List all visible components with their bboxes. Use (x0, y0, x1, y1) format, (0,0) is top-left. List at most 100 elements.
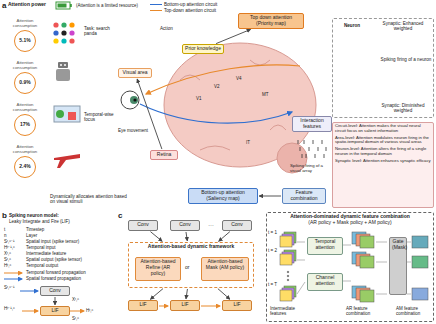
label-text: Spiking neuron model: (9, 213, 109, 218)
label-text: b (2, 211, 7, 220)
node-box: Conv (128, 220, 158, 231)
node-text: LIF (225, 302, 249, 308)
node-text: Top down attention (Priority map) (241, 15, 301, 27)
node-box: Retina (150, 150, 178, 160)
node-box: LIF (170, 300, 200, 311)
label-text: Spatial output (spike tensor) (26, 257, 82, 262)
node-box: Feature combination (282, 188, 326, 204)
node-text: Conv (131, 222, 155, 228)
node-text: Neuron (337, 23, 367, 28)
node-box: Attention consumption2.4% (2, 144, 48, 179)
node-box: Channel attention (307, 273, 343, 291)
label-text: … (208, 221, 214, 228)
label-text: Hᵗ,ⁿ (4, 263, 11, 268)
label-text: IT (246, 140, 250, 145)
node-box: Attention consumption17% (2, 102, 48, 137)
feature-cubes (280, 232, 428, 302)
label-text: t = 1 (268, 230, 277, 235)
label-text: Layer (26, 233, 37, 238)
label-text: Eye movement (118, 128, 148, 133)
robot-icon (56, 62, 70, 81)
label-text: t (4, 227, 5, 232)
node-box: Conv (222, 220, 252, 231)
connector-arrow (137, 79, 162, 149)
node-text: Neuron-level: Attention alters the firin… (335, 147, 431, 157)
legend-row: Bottom-up attention circuit (150, 2, 217, 7)
node-text: Synaptic: Enhanced weighted (373, 21, 433, 32)
label-text: n (4, 233, 7, 238)
label-text: Attention power (8, 2, 46, 8)
node-box: Attention-based Mask (AM policy) (201, 257, 249, 281)
label-text: Timestep (26, 227, 44, 232)
label-text: Task: search panda (84, 26, 122, 37)
node-box: Gate (Mask) (389, 237, 407, 295)
node-box: Attention-based Refine (AR policy) (135, 257, 181, 281)
node-text: Channel attention (310, 275, 340, 287)
node-text: Attention consumption (4, 19, 46, 29)
connector-arrow (218, 289, 230, 300)
legend-text: Top-down attention circuit (164, 8, 216, 13)
label-text: AR feature combination (346, 306, 388, 316)
node-text: Bottom-up attention (Saliency map) (191, 190, 255, 202)
node-text: Attention-based dynamic framework (131, 244, 251, 250)
label-text: Spiking firing of a visual array (290, 164, 334, 174)
node-text: LIF (43, 308, 67, 314)
label-text: Temporal output (26, 263, 58, 268)
node-text: Retina (153, 152, 175, 158)
connector-arrow (259, 196, 281, 197)
label-text: t = 2 (268, 248, 277, 253)
spike-raster (298, 140, 326, 158)
label-text: Temporal-wise focus (84, 112, 120, 123)
node-box: Visual area (118, 68, 152, 78)
node-text: Synaptic: Diminished weighted (373, 103, 433, 114)
label-text: Sᵗ,ⁿ⁻¹ (4, 285, 14, 290)
node-text: Interaction features (295, 118, 329, 130)
label-text: Intermediate feature (26, 251, 66, 256)
scene-icon (54, 106, 80, 122)
node-box: Attention-dominated dynamic feature comb… (266, 212, 434, 322)
plane-icon (54, 154, 80, 168)
connector-arrow (219, 232, 230, 242)
legend-swatch (150, 4, 162, 6)
label-text: Sᵗ,ⁿ (72, 316, 79, 321)
label-text: Spatial forward propagation (26, 276, 81, 281)
label-text: Xᵗ,ⁿ (4, 251, 11, 256)
node-text: Attention consumption (4, 61, 46, 71)
label-text: a (2, 1, 6, 10)
label-text: Temporal input (26, 245, 56, 250)
connector-arrow (186, 232, 187, 241)
node-text: Prior knowledge (185, 46, 221, 52)
node-text: Attention-based Refine (AR policy) (138, 259, 178, 276)
node-text: Conv (43, 288, 67, 294)
label-text: V1 (196, 96, 202, 101)
brain (140, 43, 316, 173)
node-text: Gate (Mask) (392, 239, 404, 251)
label-text: c (118, 211, 122, 220)
node-text: (AR policy + Mask policy + AM policy) (269, 220, 431, 226)
connector-arrow (186, 289, 187, 299)
node-box: LIF (222, 300, 252, 311)
panda-grid-icon (53, 22, 74, 43)
label-text: t = T (268, 282, 277, 287)
node-box: Temporal attention (307, 237, 343, 255)
legend-text: Bottom-up attention circuit (164, 2, 217, 7)
node-text: Spiking firing of a neuron (379, 57, 433, 62)
label-text: or (185, 265, 189, 271)
node-box: Prior knowledge (182, 44, 224, 54)
node-box: Circuit-level: Attention makes the visua… (332, 122, 434, 208)
label-text: Dynamically allocates attention based on… (50, 194, 132, 205)
node-box: Synaptic: Enhanced weighted NeuronSpiking… (332, 18, 434, 118)
node-box: Bottom-up attention (Saliency map) (188, 188, 258, 204)
label-text: Xᵗ,ⁿ (72, 297, 79, 302)
battery-icon (56, 2, 72, 9)
connector-arrow (150, 232, 162, 242)
node-text: Visual area (121, 70, 149, 76)
label-text: Intermediate features (270, 306, 304, 316)
node-text: Conv (173, 222, 197, 228)
connector-arrow (216, 29, 251, 43)
node-box: LIF (128, 300, 158, 311)
label-text: Hᵗ⁻¹,ⁿ (4, 306, 15, 311)
node-text: Attention-based Mask (AM policy) (204, 259, 246, 271)
label-text: Temporal forward propagation (26, 270, 86, 275)
